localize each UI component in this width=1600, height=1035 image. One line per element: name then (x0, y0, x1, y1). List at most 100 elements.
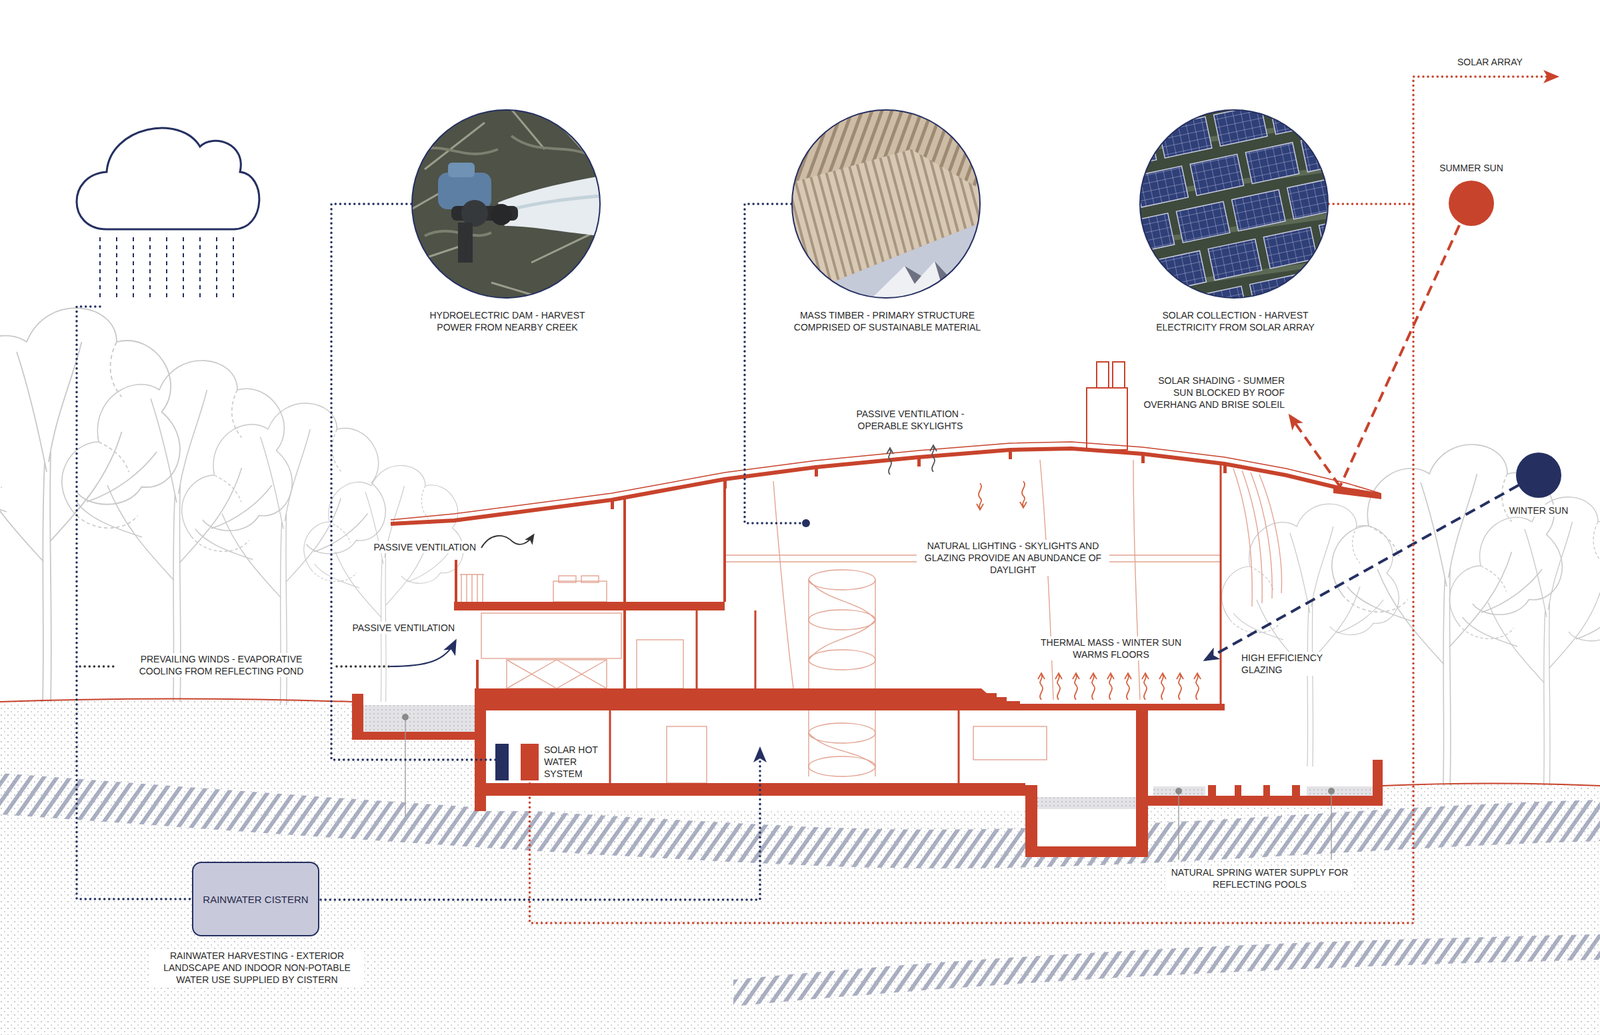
illustration-part (506, 660, 607, 689)
illustration-part (623, 498, 626, 689)
illustration-part (1139, 298, 1193, 299)
illustration-part (1055, 673, 1062, 700)
caption: SOLAR COLLECTION - HARVEST ELECTRICITY F… (1138, 309, 1332, 334)
illustration-part (1233, 468, 1282, 607)
illustration-part (581, 576, 599, 583)
illustration-part (402, 714, 409, 721)
callout-label: SOLAR ARRAY (1456, 56, 1524, 68)
tank-swatch (495, 744, 509, 781)
illustration-part (1139, 166, 1188, 208)
illustration-part (808, 580, 876, 777)
illustration-part (1176, 201, 1230, 243)
illustration-part (336, 665, 390, 668)
illustration-part (304, 466, 464, 702)
illustration-part (62, 360, 292, 702)
illustration-part (1223, 465, 1227, 474)
illustration-part (1158, 116, 1212, 158)
callout-label: NATURAL LIGHTING - SKYLIGHTS AND GLAZING… (916, 540, 1110, 576)
illustration-part (1139, 128, 1157, 170)
illustration-part (610, 451, 1227, 510)
timber-dot (802, 519, 810, 528)
photo-circle: MASS TIMBER - PRIMARY STRUCTURE COMPRISE… (791, 109, 981, 299)
callout-label: PASSIVE VENTILATION (360, 541, 478, 554)
illustration-part (1269, 109, 1323, 135)
timber-photo (791, 109, 981, 299)
illustration-part (1153, 786, 1206, 796)
illustration-part (886, 448, 894, 475)
illustration-part (411, 109, 601, 299)
illustration-part (352, 732, 475, 740)
illustration-part (448, 162, 475, 178)
sun-circle: SUMMER SUN (1448, 180, 1494, 226)
illustration-part (1340, 225, 1460, 487)
callout-label: SOLAR SHADING - SUMMER SUN BLOCKED BY RO… (1138, 374, 1286, 411)
illustration-part (791, 109, 981, 299)
illustration-part (1330, 792, 1332, 860)
tank-swatch (520, 744, 539, 781)
sun-label: SUMMER SUN (1438, 162, 1505, 174)
illustration-part (1139, 109, 1329, 299)
system-label: SOLAR HOT WATER SYSTEM (544, 744, 602, 780)
illustration-part (390, 641, 456, 667)
illustration-part (666, 726, 707, 784)
leaders (402, 714, 1335, 860)
illustration-part (1038, 673, 1045, 700)
illustration-part (458, 222, 473, 263)
illustration-part (871, 261, 965, 299)
air-arrows (390, 535, 534, 667)
caption: RAINWATER HARVESTING - EXTERIOR LANDSCAP… (150, 950, 364, 986)
illustration-part (1318, 215, 1329, 257)
illustration-part (744, 204, 800, 524)
illustration-part (481, 613, 622, 659)
illustration-part (610, 710, 959, 784)
photo-circle: SOLAR COLLECTION - HARVEST ELECTRICITY F… (1139, 109, 1329, 299)
illustration-part (1287, 178, 1329, 220)
illustration-part (320, 749, 760, 900)
illustration-part (390, 448, 1378, 524)
flow-lines (76, 76, 1557, 900)
box-label: RAINWATER CISTERN (202, 893, 308, 906)
illustration-part (1220, 465, 1222, 704)
illustration-part (476, 660, 479, 689)
illustration-part (904, 261, 948, 284)
illustration-part (1208, 785, 1216, 796)
sun-circle: WINTER SUN (1516, 452, 1562, 498)
illustration-part (411, 109, 601, 299)
illustration-part (1096, 362, 1109, 389)
illustration-part (1072, 673, 1080, 700)
cistern-box: RAINWATER CISTERNRAINWATER HARVESTING - … (192, 862, 320, 937)
illustration-part (1290, 416, 1340, 487)
illustration-part (1037, 797, 1136, 810)
illustration-part (1214, 109, 1268, 146)
callout-label: PASSIVE VENTILATION - OPERABLE SKYLIGHTS (844, 408, 977, 432)
illustration-part (1449, 497, 1600, 786)
illustration-part (454, 560, 458, 604)
illustration-part (1328, 788, 1335, 795)
illustration-part (1139, 213, 1175, 255)
illustration-part (506, 660, 607, 689)
ground-stipple (0, 699, 1600, 1035)
illustration-part (1332, 444, 1562, 786)
illustration-part (1136, 710, 1148, 858)
callout-label: THERMAL MASS - WINTER SUN WARMS FLOORS (1038, 636, 1184, 661)
illustration-part (636, 640, 684, 689)
illustration-part (1141, 455, 1145, 464)
illustration-part (1194, 673, 1201, 700)
illustration-part (808, 570, 876, 590)
illustration-part (791, 109, 981, 299)
illustration-part (791, 109, 981, 299)
illustration-part (80, 665, 116, 668)
illustration-part (363, 705, 475, 732)
illustration-part (1020, 481, 1027, 508)
illustration-part (558, 576, 576, 583)
illustration-part (1333, 485, 1382, 500)
illustration-part (1142, 673, 1149, 700)
illustration-part (1090, 673, 1097, 700)
illustration-part (917, 458, 921, 467)
illustration-part (1008, 451, 1012, 460)
illustration-part (1232, 190, 1286, 232)
chimney (1086, 362, 1128, 450)
soil-hatch (0, 773, 1600, 1007)
illustration-part (1190, 154, 1244, 196)
